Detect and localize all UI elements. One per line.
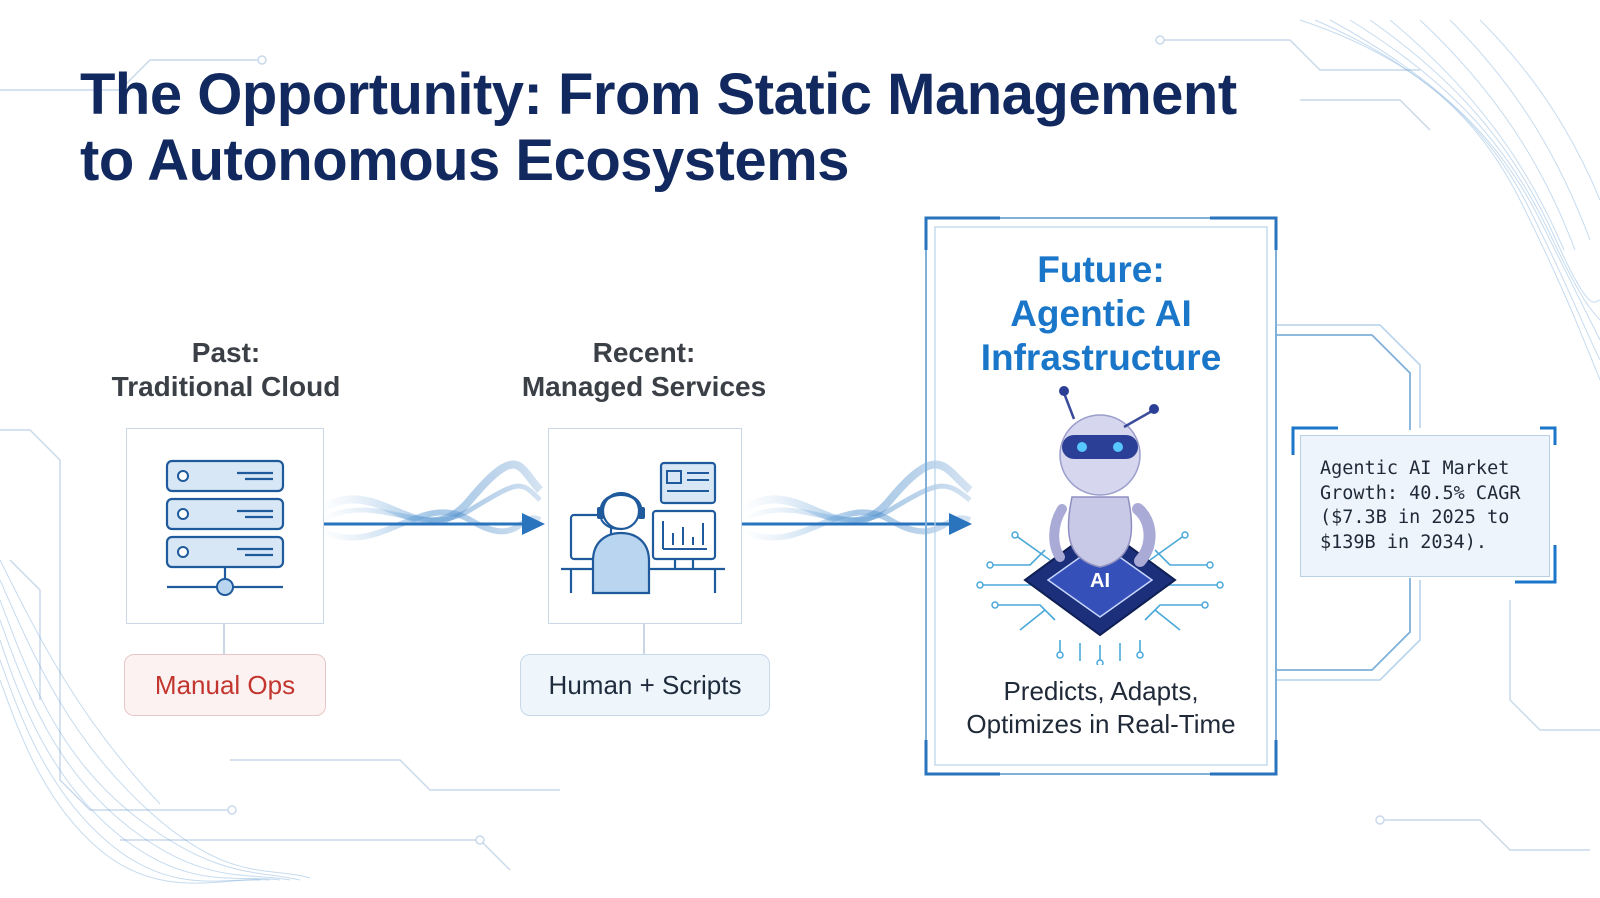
connector-future-to-stat bbox=[1276, 324, 1421, 681]
past-icon-box bbox=[126, 428, 324, 624]
arrow-past-to-recent bbox=[320, 513, 545, 535]
manual-ops-tag: Manual Ops bbox=[124, 654, 326, 716]
market-stat-line-2: Growth: 40.5% CAGR bbox=[1320, 482, 1521, 504]
arrow-recent-to-future bbox=[742, 513, 972, 535]
future-title-line-1: Future: bbox=[1037, 249, 1165, 290]
future-title-line-3: Infrastructure bbox=[980, 337, 1222, 378]
market-stat-line-3: ($7.3B in 2025 to bbox=[1320, 507, 1510, 528]
chip-circuit-traces bbox=[980, 534, 1220, 663]
recent-stage-label-line-2: Managed Services bbox=[521, 371, 767, 402]
flow-ribbon-recent-to-future bbox=[739, 460, 973, 541]
corner-wave-top-right bbox=[1299, 19, 1600, 381]
recent-stage-label-line-1: Recent: bbox=[592, 337, 696, 368]
page-title: The Opportunity: From Static Management … bbox=[80, 62, 1237, 194]
past-stage-label: Past: Traditional Cloud bbox=[96, 336, 356, 404]
operator-workstation-icon bbox=[561, 461, 725, 595]
stat-card-corners bbox=[1291, 426, 1557, 584]
market-stat-line-1: Agentic AI Market bbox=[1320, 458, 1510, 479]
past-stage-label-line-2: Traditional Cloud bbox=[111, 371, 341, 402]
robot-figure bbox=[1049, 386, 1159, 568]
recent-icon-box bbox=[548, 428, 742, 624]
market-stat-text: Agentic AI Market Growth: 40.5% CAGR ($7… bbox=[1320, 457, 1548, 555]
circuit-traces bbox=[0, 35, 1600, 871]
past-stage-label-line-1: Past: bbox=[191, 337, 261, 368]
market-stat-line-4: $139B in 2034). bbox=[1320, 531, 1488, 553]
page-title-line-2: to Autonomous Ecosystems bbox=[80, 128, 849, 193]
future-stage-title: Future: Agentic AI Infrastructure bbox=[926, 248, 1276, 380]
robot-on-ai-chip-icon: AI bbox=[976, 386, 1224, 665]
flow-ribbon-past-to-recent bbox=[317, 460, 543, 541]
corner-wave-bottom-left bbox=[0, 559, 311, 884]
future-description: Predicts, Adapts, Optimizes in Real-Time bbox=[926, 675, 1276, 741]
chip-label: AI bbox=[1090, 570, 1110, 592]
future-description-line-2: Optimizes in Real-Time bbox=[966, 709, 1236, 739]
future-title-line-2: Agentic AI bbox=[1010, 293, 1192, 334]
recent-stage-label: Recent: Managed Services bbox=[494, 336, 794, 404]
market-stat-card bbox=[1300, 435, 1550, 577]
future-description-line-1: Predicts, Adapts, bbox=[1003, 676, 1199, 706]
page-title-line-1: The Opportunity: From Static Management bbox=[80, 62, 1237, 127]
server-rack-icon bbox=[165, 459, 285, 596]
human-scripts-tag: Human + Scripts bbox=[520, 654, 770, 716]
future-panel-frame bbox=[924, 216, 1278, 776]
